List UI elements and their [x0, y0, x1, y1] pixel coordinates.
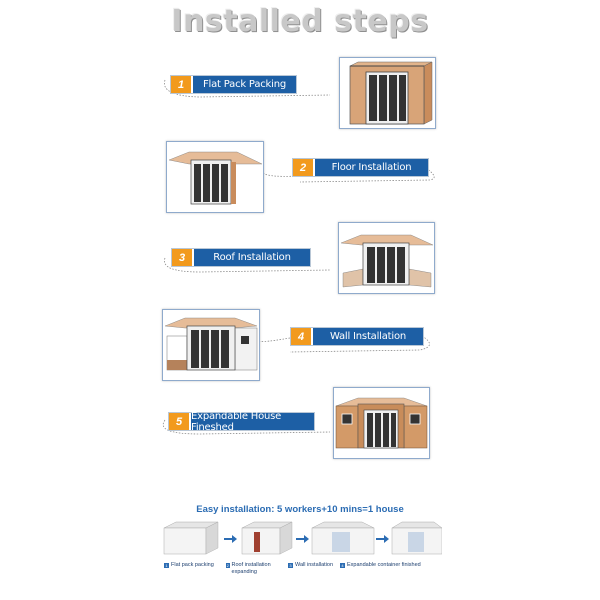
- step-1-number: 1: [171, 76, 191, 93]
- step-3-label: 3 Roof Installation: [171, 248, 311, 267]
- bottom-label-1-number: 1: [164, 563, 169, 568]
- bottom-label-2-number: 2: [226, 563, 230, 568]
- flat-pack-container-illustration: [349, 61, 433, 125]
- bottom-label-1: 1 Flat pack packing: [164, 562, 226, 569]
- bottom-label-2: 2 Roof installation expanding: [226, 562, 278, 576]
- step-5-text: Expandable House Fineshed: [191, 411, 314, 433]
- step-3-image: [338, 222, 435, 294]
- step-3-number: 3: [172, 249, 192, 266]
- step-5-image: [333, 387, 430, 459]
- page-title: Installed steps: [171, 4, 429, 39]
- roof-installation-illustration: [340, 234, 434, 288]
- step-1-label: 1 Flat Pack Packing: [170, 75, 297, 94]
- bottom-label-1-text: Flat pack packing: [171, 562, 214, 568]
- step-2-image: [166, 141, 264, 213]
- step-2-text: Floor Installation: [315, 159, 428, 176]
- step-4-number: 4: [291, 328, 311, 345]
- step-1-image: [339, 57, 436, 129]
- bottom-label-3-number: 3: [288, 563, 293, 568]
- step-2-label: 2 Floor Installation: [292, 158, 429, 177]
- bottom-label-4-text: Expandable container finished: [347, 562, 421, 568]
- wall-installation-illustration: [164, 317, 258, 371]
- step-2-number: 2: [293, 159, 313, 176]
- step-5-label: 5 Expandable House Fineshed: [168, 411, 315, 433]
- step-3-text: Roof Installation: [194, 249, 310, 266]
- step-4-image: [162, 309, 260, 381]
- step-5-number: 5: [169, 413, 189, 430]
- bottom-label-4-number: 4: [340, 563, 345, 568]
- bottom-label-3: 3 Wall installation: [288, 562, 338, 569]
- bottom-label-2-text: Roof installation expanding: [231, 562, 271, 575]
- finished-house-illustration: [335, 397, 428, 449]
- bottom-headline: Easy installation: 5 workers+10 mins=1 h…: [196, 504, 404, 515]
- step-1-text: Flat Pack Packing: [193, 76, 296, 93]
- floor-installation-illustration: [168, 151, 263, 205]
- installation-sequence-strip: [163, 521, 442, 555]
- bottom-label-4: 4 Expandable container finished: [340, 562, 430, 569]
- step-4-label: 4 Wall Installation: [290, 327, 424, 346]
- bottom-label-3-text: Wall installation: [295, 562, 334, 568]
- step-4-text: Wall Installation: [313, 328, 423, 345]
